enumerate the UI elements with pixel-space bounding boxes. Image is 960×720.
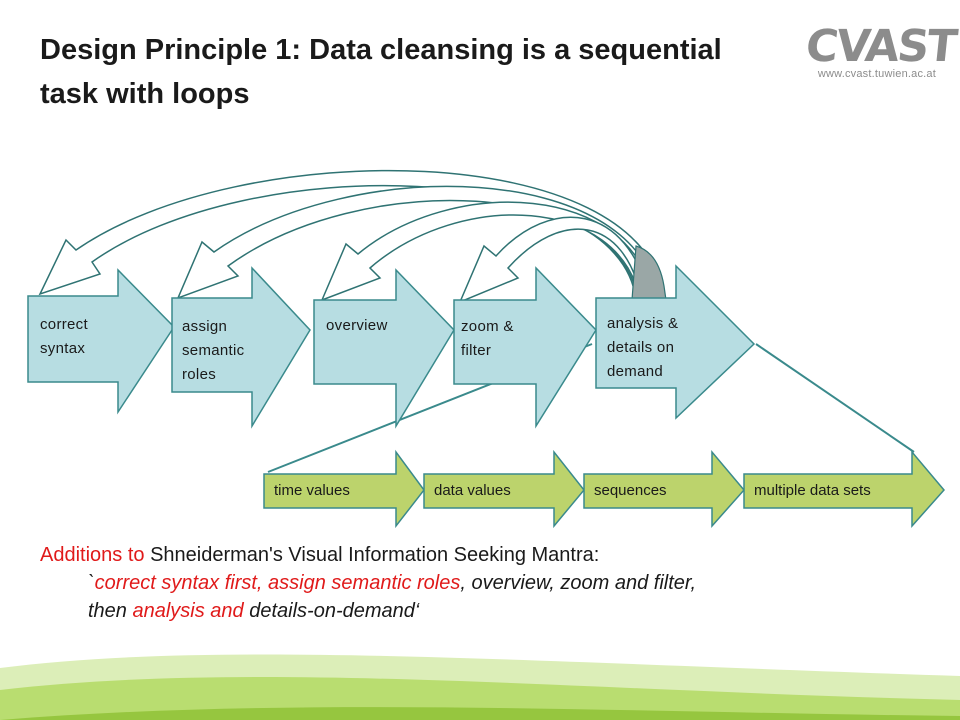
stage-label-line: overview	[326, 317, 388, 334]
loop-arrow-to-assign-semantic-roles	[176, 185, 659, 301]
stage-label-correct-syntax: correct syntax	[40, 313, 88, 361]
slide-title: Design Principle 1: Data cleansing is a …	[40, 34, 722, 110]
stage-label-assign-semantic-roles: assign semantic roles	[182, 315, 244, 387]
stage-label-line: syntax	[40, 340, 86, 357]
loop-tails	[631, 245, 667, 301]
caption-text: Additions to Shneiderman's Visual Inform…	[40, 541, 920, 625]
stage-label-line: roles	[182, 366, 217, 383]
substep-arrow-sequences	[583, 449, 745, 528]
substep-label-sequences: sequences	[594, 482, 667, 499]
stage-label-line: details on	[607, 339, 675, 356]
caption-quote-open: `	[88, 572, 95, 594]
stage-label-overview: overview	[326, 314, 388, 338]
substep-arrow-multiple-data-sets	[743, 449, 945, 528]
stage-arrow-correct-syntax	[27, 268, 175, 415]
caption-dark-part-2: then	[88, 600, 133, 622]
stage-label-line: filter	[461, 342, 492, 359]
expand-line-right	[755, 343, 915, 453]
cvast-logo: CVAST www.cvast.tuwien.ac.at	[803, 21, 957, 86]
stage-label-line: demand	[607, 363, 664, 380]
stage-label-line: analysis &	[607, 315, 679, 332]
caption-red-part-1: correct syntax first, assign semantic ro…	[94, 572, 461, 594]
caption-red-part-2: analysis and	[132, 600, 244, 622]
loop-arrow-to-zoom-filter	[458, 216, 651, 304]
stage-arrow-analysis-details	[595, 264, 756, 420]
stage-label-line: zoom &	[461, 318, 514, 335]
caption-additions-to: Additions to	[40, 544, 145, 566]
caption-quote: `correct syntax first, assign semantic r…	[40, 569, 920, 625]
stage-label-analysis-details: analysis & details on demand	[607, 312, 678, 384]
logo-url: www.cvast.tuwien.ac.at	[817, 68, 936, 80]
stage-arrow-overview	[313, 268, 455, 429]
stage-label-zoom-filter: zoom & filter	[461, 315, 514, 363]
caption-dark-part-3: details-on-demand‘	[243, 600, 420, 622]
stage-label-line: assign	[182, 318, 228, 335]
stage-arrow-assign-semantic-roles	[171, 266, 311, 429]
substep-arrow-time-values	[263, 449, 425, 529]
caption-dark-part-1: , overview, zoom and filter,	[460, 572, 697, 594]
substep-label-data-values: data values	[434, 482, 511, 499]
substep-label-time-values: time values	[274, 482, 350, 499]
stage-label-line: correct	[40, 316, 88, 333]
footer-swoosh	[0, 654, 960, 720]
stage-arrow-zoom-filter	[453, 266, 597, 429]
caption-mantra-name: Shneiderman's Visual Information Seeking…	[144, 544, 600, 566]
substep-arrow-data-values	[423, 449, 585, 529]
stage-label-line: semantic	[182, 342, 245, 359]
substep-label-multiple-data-sets: multiple data sets	[754, 482, 871, 499]
